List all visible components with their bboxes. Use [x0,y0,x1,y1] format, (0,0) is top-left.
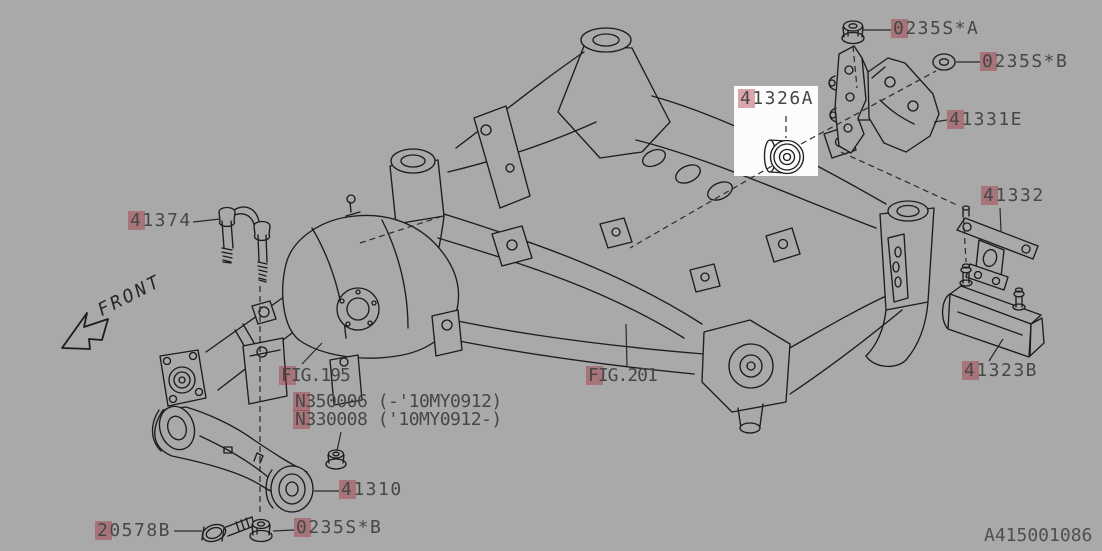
highlight-marker [293,392,310,411]
highlight-marker [339,480,356,499]
part-label-0235SB-top[interactable]: 0235S*B [980,51,1069,72]
highlight-marker [95,521,112,540]
figure-ref-201[interactable]: FIG.201 [586,365,658,386]
figure-ref-195[interactable]: FIG.195 [279,365,351,386]
highlight-marker [947,110,964,129]
bolt-41374-drawing [218,206,271,283]
highlight-marker [279,366,296,385]
bushing-41326A-drawing [734,86,818,176]
washer-0235SB-top-drawing [932,53,956,71]
bracket-41332-drawing [956,205,1039,291]
differential-drawing [159,194,463,407]
highlight-marker [962,361,979,380]
support-41323B-drawing [941,263,1045,358]
lateral-link-drawing [151,405,314,513]
front-arrow [61,312,109,350]
bracket-41331E-drawing [828,45,940,154]
highlight-marker [586,366,603,385]
part-label-41331E[interactable]: 41331E [947,109,1024,130]
part-label-41323B[interactable]: 41323B [962,360,1039,381]
part-label-0235SA[interactable]: 0235S*A [891,18,980,39]
nut-0235SB-bottom-drawing [249,518,273,543]
part-label-41326A[interactable]: 41326A [738,88,815,109]
part-label-41310[interactable]: 41310 [339,479,403,500]
nut-0235SA-drawing [841,20,865,45]
part-label-41332[interactable]: 41332 [981,185,1045,206]
highlight-marker [293,410,310,429]
highlight-marker [980,52,997,71]
leader-lines [174,29,1004,532]
highlight-marker [128,211,145,230]
note-N330008[interactable]: N330008 ('10MY0912-) [293,409,502,430]
highlight-marker [891,19,908,38]
nut-N350006-drawing [325,449,347,470]
part-label-41374[interactable]: 41374 [128,210,192,231]
bolt-20578B-drawing [201,516,255,543]
highlight-marker [981,186,998,205]
drawing-number: A415001086 [984,525,1093,546]
part-label-20578B[interactable]: 20578B [95,520,172,541]
note-N350006[interactable]: N350006 (-'10MY0912) [293,391,502,412]
part-label-0235SB-bottom[interactable]: 0235S*B [294,517,383,538]
highlight-marker [294,518,311,537]
highlight-marker [738,89,755,108]
assembly-dashed-lines [259,45,967,516]
